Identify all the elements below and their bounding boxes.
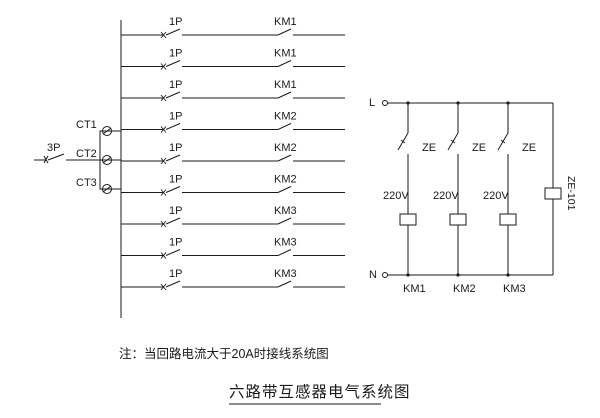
junction-dot <box>406 273 410 277</box>
coil-voltage-label: 220V <box>383 190 409 202</box>
relay-coil <box>544 187 562 200</box>
contactor-coil <box>399 213 417 226</box>
current-transformer-2: CT2 <box>76 148 112 165</box>
breaker-label: 1P <box>169 48 182 60</box>
switch-label: ZE <box>522 142 536 154</box>
branch-circuit: 1P KM2 <box>121 111 345 133</box>
contactor-label: KM2 <box>274 111 297 123</box>
contactor-label: KM1 <box>274 48 297 60</box>
control-circuit: L N ZE 220V KM1 ZE 220V KM2 ZE 220V KM3 ZE-101 <box>369 97 577 295</box>
breaker-label: 1P <box>169 174 182 186</box>
breaker-label: 1P <box>169 268 182 280</box>
coil-branch: ZE 220V KM3 <box>483 101 536 295</box>
neutral-terminal <box>382 272 388 278</box>
junction-dot <box>506 273 510 277</box>
current-transformer-3: CT3 <box>76 177 112 194</box>
branch-circuit: 1P KM3 <box>121 268 345 291</box>
junction-dot <box>406 101 410 105</box>
main-breaker-label: 3P <box>47 142 60 154</box>
coil-name-label: KM1 <box>403 283 426 295</box>
breaker-label: 1P <box>169 79 182 91</box>
junction-dot <box>456 273 460 277</box>
junction-dot <box>456 101 460 105</box>
distribution-panel: 1P KM1 1P KM1 1P KM1 1P KM2 1P KM2 1P KM2 1P KM3 1P KM3… <box>120 16 345 318</box>
breaker-label: 1P <box>169 205 182 217</box>
switch-label: ZE <box>422 142 436 154</box>
branch-circuit: 1P KM3 <box>121 237 345 259</box>
line-terminal <box>382 100 388 106</box>
contactor-label: KM2 <box>274 142 297 154</box>
contactor-coil-branches: ZE 220V KM1 ZE 220V KM2 ZE 220V KM3 <box>383 101 536 295</box>
branch-circuit: 1P KM2 <box>121 174 345 196</box>
coil-voltage-label: 220V <box>483 190 509 202</box>
branch-circuit: 1P KM1 <box>121 16 345 39</box>
branch-circuit: 1P KM2 <box>121 142 345 165</box>
contactor-label: KM1 <box>274 16 297 28</box>
contactor-label: KM2 <box>274 174 297 186</box>
note-text: 注：当回路电流大于20A时接线系统图 <box>119 346 329 361</box>
relay-label: ZE-101 <box>565 176 577 211</box>
ct-label: CT1 <box>76 119 97 131</box>
coil-name-label: KM3 <box>503 283 526 295</box>
contactor-label: KM1 <box>274 79 297 91</box>
main-incomer: 3P CT1 CT2 CT3 <box>34 119 121 194</box>
contactor-label: KM3 <box>274 205 297 217</box>
branch-circuits: 1P KM1 1P KM1 1P KM1 1P KM2 1P KM2 1P KM2 1P KM3 1P KM3… <box>121 16 345 291</box>
branch-circuit: 1P KM3 <box>121 205 345 228</box>
breaker-label: 1P <box>169 142 182 154</box>
contactor-coil <box>499 213 517 226</box>
branch-circuit: 1P KM1 <box>121 79 345 102</box>
relay-branch: ZE-101 <box>544 103 577 275</box>
coil-branch: ZE 220V KM1 <box>383 101 436 295</box>
contactor-label: KM3 <box>274 268 297 280</box>
coil-voltage-label: 220V <box>433 190 459 202</box>
junction-dot <box>506 101 510 105</box>
neutral-label: N <box>369 269 377 281</box>
switch-label: ZE <box>472 142 486 154</box>
ct-label: CT3 <box>76 177 97 189</box>
coil-name-label: KM2 <box>453 283 476 295</box>
coil-branch: ZE 220V KM2 <box>433 101 486 295</box>
breaker-label: 1P <box>169 16 182 28</box>
contactor-label: KM3 <box>274 237 297 249</box>
branch-circuit: 1P KM1 <box>121 48 345 70</box>
ct-label: CT2 <box>76 148 97 160</box>
contactor-coil <box>449 213 467 226</box>
diagram-title: 六路带互感器电气系统图 <box>229 383 411 401</box>
current-transformer-1: CT1 <box>76 119 112 136</box>
breaker-label: 1P <box>169 237 182 249</box>
line-label: L <box>369 97 375 109</box>
breaker-label: 1P <box>169 111 182 123</box>
